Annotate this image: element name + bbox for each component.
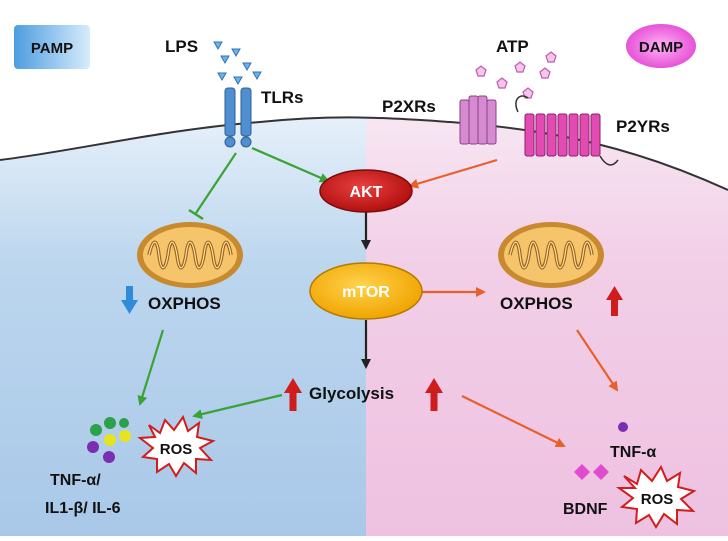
p2y-receptor [515,95,619,166]
pamp-label: PAMP [31,40,73,57]
akt-label: AKT [350,184,383,201]
mitochondrion-left [135,220,245,290]
akt-node: AKT [319,169,413,213]
damp-region [0,117,728,536]
cytokine-dots [87,417,131,463]
glycolysis-to-bdnf-arrow [461,395,566,447]
right-oxphos-label: OXPHOS [500,294,573,313]
glycolysis-label: Glycolysis [309,384,394,403]
pamp-badge: PAMP [14,25,90,69]
ros-left-label: ROS [160,441,193,458]
lps-label: LPS [165,37,198,56]
mtor-node: mTOR [309,262,423,320]
oxphos-decrease-arrow [121,286,138,314]
p2r-to-akt-arrow [408,158,498,189]
p2yrs-label: P2YRs [616,117,670,136]
mitochondrion-right [496,220,606,290]
tlr-receptor [224,87,252,148]
p2x-receptor [459,95,497,145]
oxphos-to-cytokines-arrow [137,329,165,406]
cell-membrane [0,116,728,191]
lps-molecules [213,41,262,86]
arrows [137,146,619,447]
glycolysis-increase-arrow-left [284,378,302,411]
bdnf-label: BDNF [563,501,608,518]
tlr-inhibit-oxphos-line [195,152,237,214]
oxphos-increase-arrow [606,286,623,316]
ros-burst-left: ROS [137,414,216,478]
glycolysis-to-cytokines-arrow [192,393,283,420]
mtor-label: mTOR [342,284,390,301]
atp-label: ATP [496,37,529,56]
tnf-dot [618,422,628,432]
cytokines-label-line1: TNF-α/ [50,472,101,489]
left-oxphos-label: OXPHOS [148,294,221,313]
damp-badge: DAMP [626,24,696,68]
ros-burst-right: ROS [615,464,697,529]
tnf-label: TNF-α [610,444,656,461]
cytokines-label-line2: IL1-β/ IL-6 [45,500,121,517]
atp-molecules [475,51,557,99]
p2xrs-label: P2XRs [382,97,436,116]
tlr-to-akt-arrow [251,146,330,183]
bdnf-diamonds [574,464,609,480]
tlrs-label: TLRs [261,88,304,107]
glycolysis-increase-arrow-right [425,378,443,411]
ros-right-label: ROS [641,491,674,508]
inhibition-bar [188,208,204,221]
oxphos-to-tnf-arrow [576,329,619,392]
damp-label: DAMP [639,39,683,56]
